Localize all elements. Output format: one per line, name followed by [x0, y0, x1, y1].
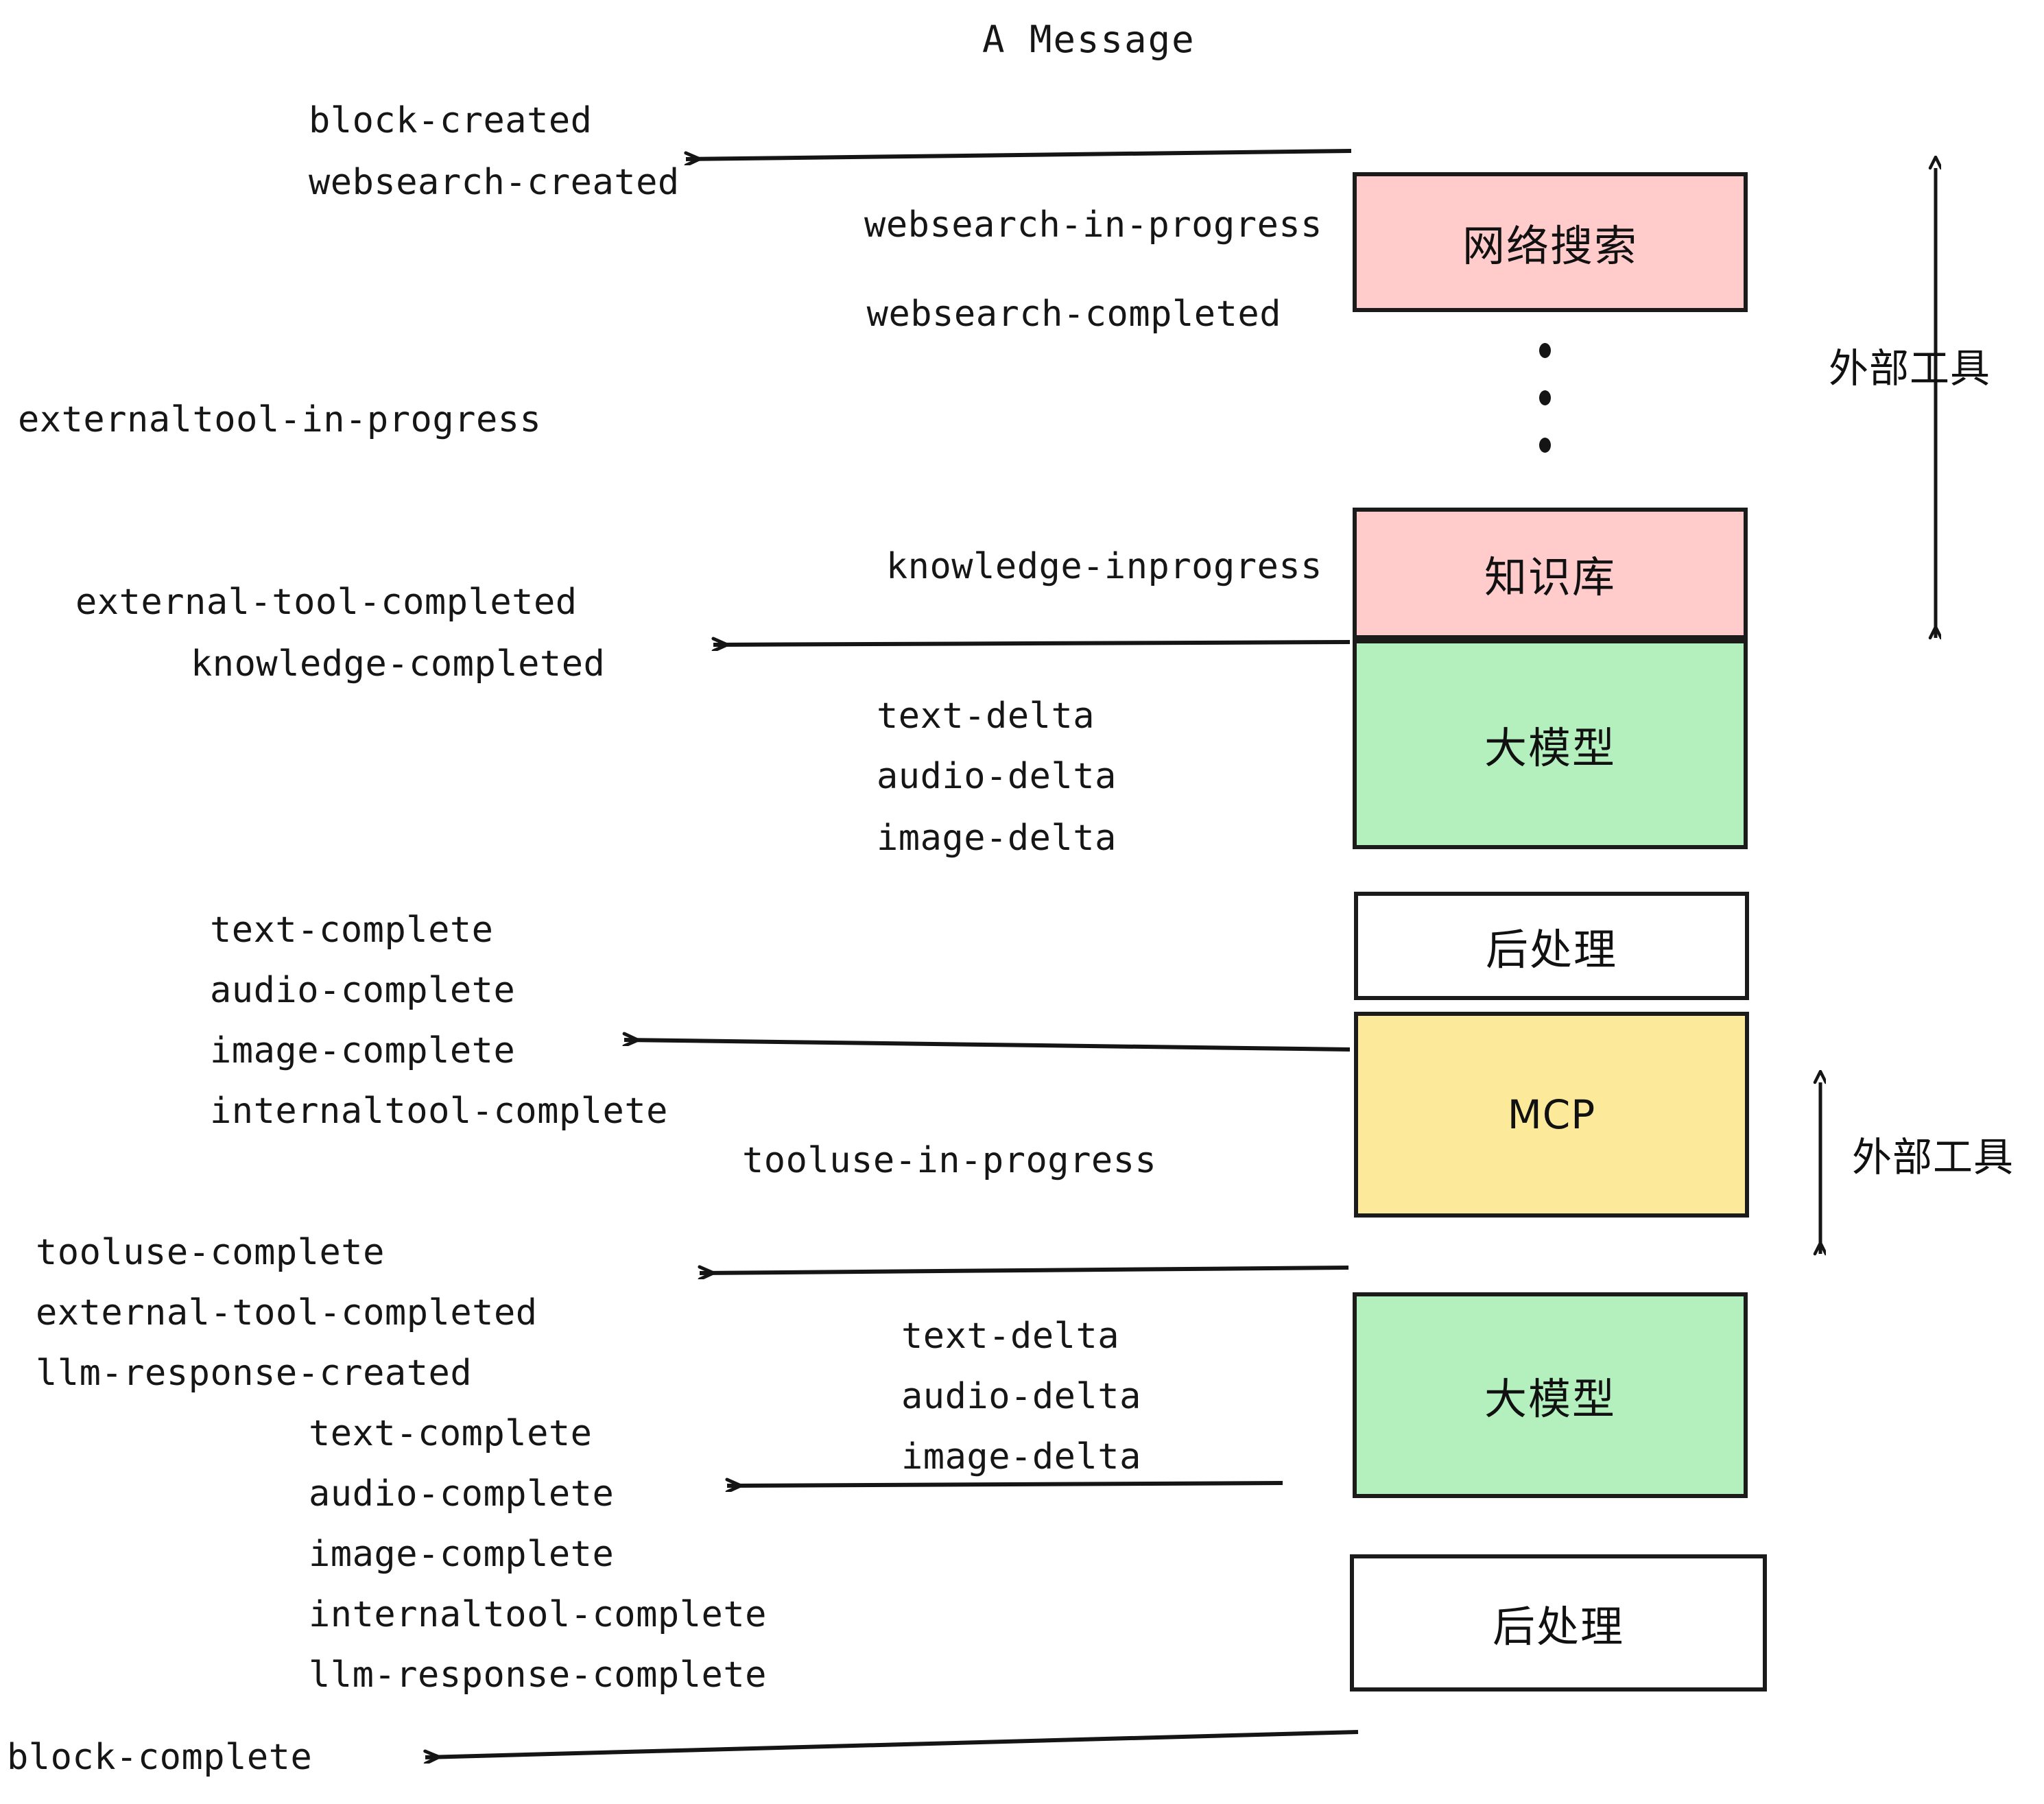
event-text-delta-1: text-delta: [877, 696, 1095, 737]
event-external-tool-completed-1: external-tool-completed: [75, 582, 578, 623]
event-websearch-in-progress: websearch-in-progress: [864, 204, 1322, 246]
page-title: A Message: [982, 18, 1196, 61]
event-tooluse-in-progress: tooluse-in-progress: [742, 1140, 1157, 1181]
box-llm-bottom[interactable]: 大模型: [1353, 1292, 1748, 1498]
event-websearch-completed: websearch-completed: [866, 294, 1281, 335]
event-image-complete-2: image-complete: [309, 1534, 615, 1575]
event-llm-response-complete: llm-response-complete: [309, 1654, 767, 1696]
event-image-delta-2: image-delta: [901, 1436, 1141, 1477]
event-tooluse-complete: tooluse-complete: [36, 1232, 385, 1273]
arrow-post-to-image-complete: [624, 1040, 1351, 1052]
box-websearch-label: 网络搜索: [1462, 221, 1638, 271]
box-knowledge-label: 知识库: [1484, 552, 1616, 602]
event-image-delta-1: image-delta: [877, 818, 1117, 859]
vertical-ellipsis: [1538, 343, 1552, 453]
box-llm-bottom-label: 大模型: [1484, 1374, 1616, 1424]
label-external-tool-bottom: 外部工具: [1852, 1134, 2015, 1180]
box-websearch[interactable]: 网络搜索: [1353, 172, 1748, 312]
arrow-knowledge-to-knowledge-completed: [713, 642, 1351, 645]
event-text-complete-1: text-complete: [210, 910, 494, 951]
event-knowledge-completed: knowledge-completed: [191, 643, 606, 685]
box-post-bottom[interactable]: 后处理: [1350, 1554, 1767, 1692]
box-llm-top-label: 大模型: [1484, 723, 1616, 773]
event-text-delta-2: text-delta: [901, 1316, 1120, 1357]
event-internaltool-complete-2: internaltool-complete: [309, 1594, 767, 1635]
event-audio-complete-2: audio-complete: [309, 1473, 615, 1515]
event-external-tool-completed-2: external-tool-completed: [36, 1292, 538, 1333]
box-llm-top[interactable]: 大模型: [1353, 639, 1748, 849]
event-block-created: block-created: [309, 100, 593, 141]
event-knowledge-inprogress: knowledge-inprogress: [886, 546, 1322, 587]
arrow-post-to-block-complete: [425, 1730, 1359, 1757]
box-post-top-label: 后处理: [1485, 925, 1617, 975]
event-internaltool-complete-1: internaltool-complete: [210, 1091, 668, 1132]
event-image-complete-1: image-complete: [210, 1030, 516, 1071]
box-mcp-label: MCP: [1507, 1091, 1596, 1138]
label-external-tool-top: 外部工具: [1829, 345, 1991, 392]
event-llm-response-created: llm-response-created: [36, 1353, 473, 1394]
event-externaltool-in-progress: externaltool-in-progress: [18, 399, 542, 440]
box-knowledge[interactable]: 知识库: [1353, 508, 1748, 639]
event-audio-delta-1: audio-delta: [877, 756, 1117, 797]
event-text-complete-2: text-complete: [309, 1413, 593, 1454]
event-audio-delta-2: audio-delta: [901, 1376, 1141, 1417]
arrow-websearch-to-block-created: [686, 149, 1352, 159]
arrow-llm-to-audio-complete: [727, 1483, 1283, 1486]
box-post-top[interactable]: 后处理: [1354, 892, 1749, 1000]
box-post-bottom-label: 后处理: [1492, 1602, 1624, 1652]
box-mcp[interactable]: MCP: [1354, 1012, 1749, 1218]
arrow-mcp-to-tooluse-complete: [700, 1268, 1349, 1273]
event-block-complete: block-complete: [7, 1737, 313, 1778]
event-websearch-created: websearch-created: [309, 162, 680, 203]
event-audio-complete-1: audio-complete: [210, 970, 516, 1011]
